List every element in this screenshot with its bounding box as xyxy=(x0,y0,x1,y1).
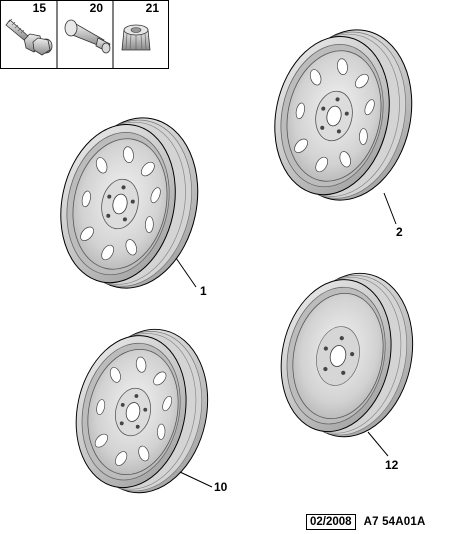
ref-label-15: 15 xyxy=(33,1,47,15)
steel-wheel-rim-icon xyxy=(45,103,214,301)
leader-line-12 xyxy=(367,431,389,457)
steel-wheel-rim-icon xyxy=(61,315,223,505)
valve-stem-icon xyxy=(64,19,111,54)
diagram-footer: 02/2008 A7 54A01A xyxy=(306,514,425,530)
ref-label-20: 20 xyxy=(90,1,104,15)
ref-label-12: 12 xyxy=(385,458,399,472)
ref-label-21: 21 xyxy=(146,1,160,15)
spare-wheel-rim-icon xyxy=(266,259,428,449)
leader-line-2 xyxy=(383,192,397,225)
leader-line-1 xyxy=(175,257,197,288)
hardware-inset: 15 20 21 xyxy=(0,0,169,69)
ref-label-10: 10 xyxy=(214,480,228,494)
ref-label-2: 2 xyxy=(396,225,403,239)
steel-wheel-rim-icon xyxy=(259,15,428,213)
wheel-nut-icon xyxy=(121,24,151,51)
wheel-bolt-icon xyxy=(5,18,53,56)
ref-label-1: 1 xyxy=(200,284,207,298)
diagram-code: A7 54A01A xyxy=(363,516,426,528)
leader-line-10 xyxy=(179,471,213,488)
revision-date: 02/2008 xyxy=(306,514,356,530)
